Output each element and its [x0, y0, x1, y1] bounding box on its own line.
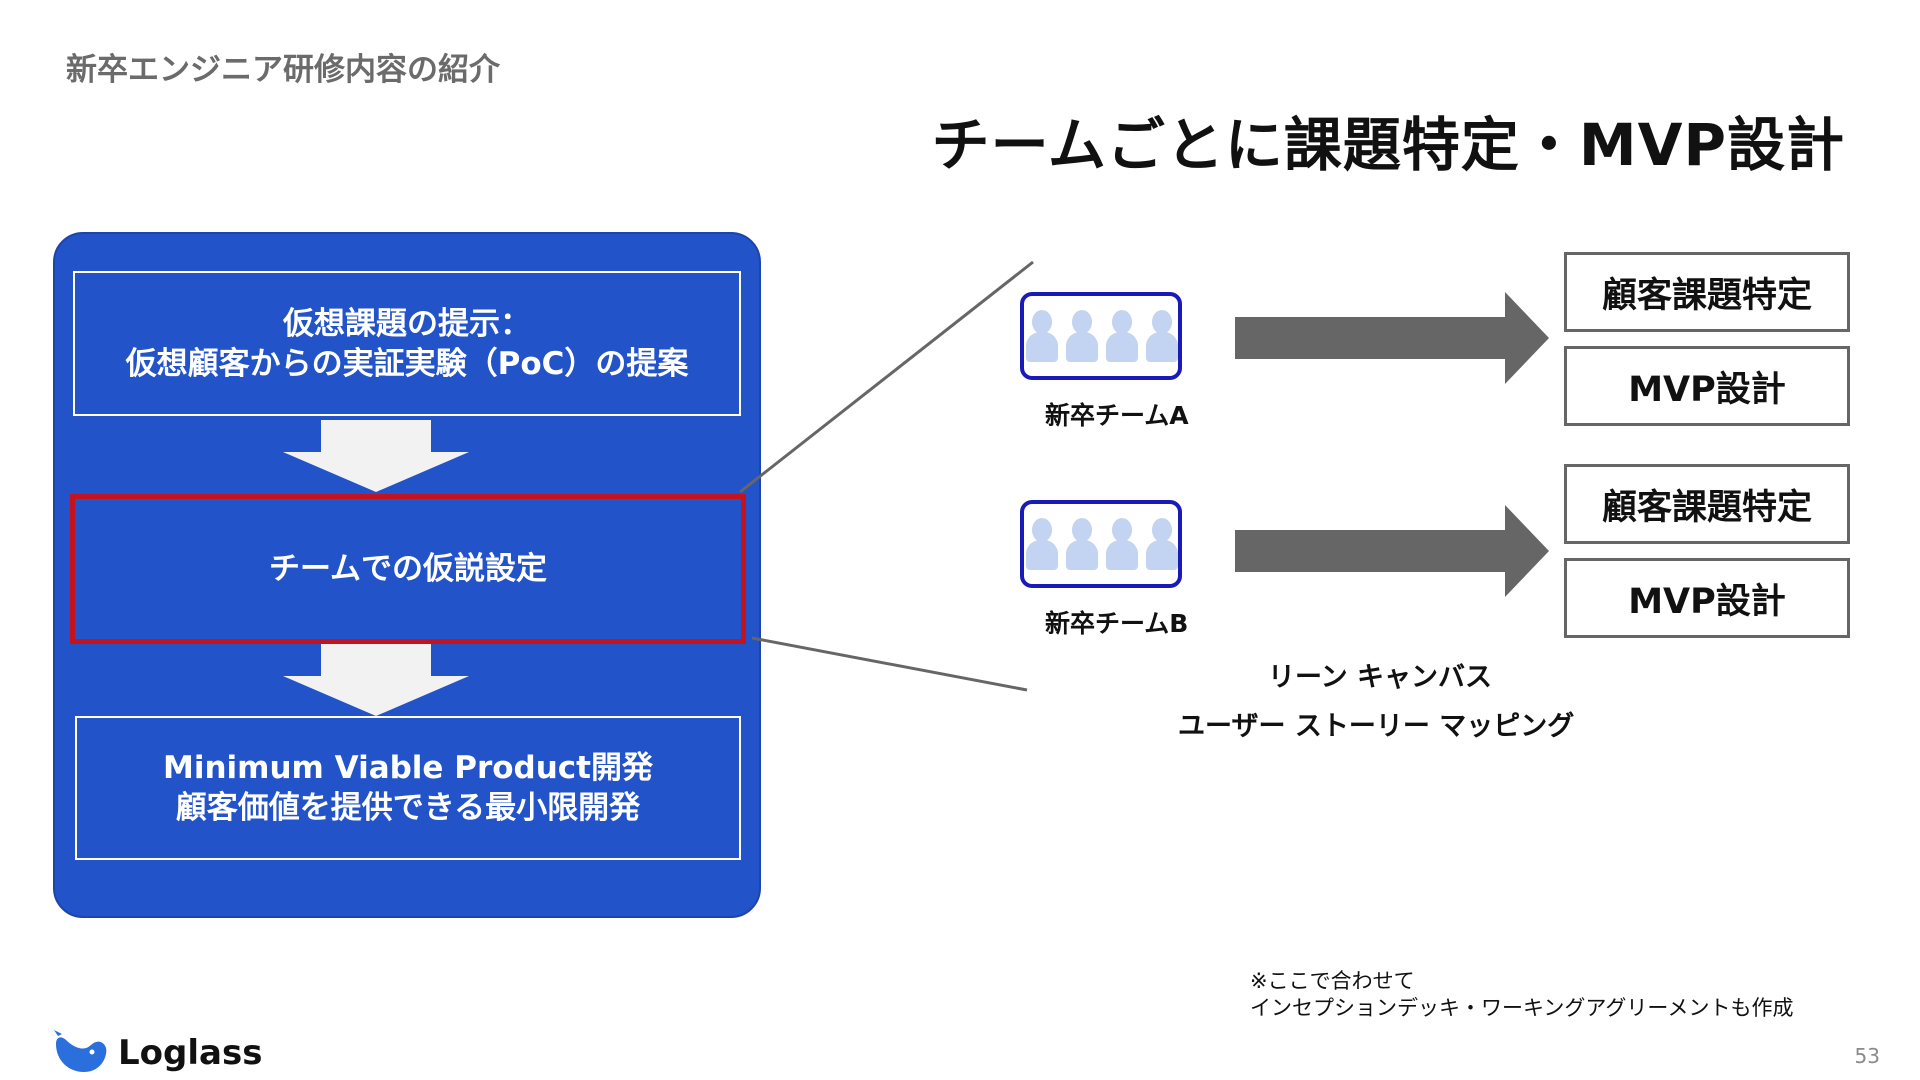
method-user-story-mapping: ユーザー ストーリー マッピング: [1178, 711, 1575, 742]
loglass-logo: Loglass: [52, 1030, 262, 1076]
logo-text: Loglass: [118, 1033, 263, 1073]
output-customer-problem: 顧客課題特定: [1564, 252, 1850, 332]
step-mvp-development: Minimum Viable Product開発 顧客価値を提供できる最小限開発: [75, 716, 741, 860]
whale-icon: [54, 1030, 107, 1072]
page-number: 53: [1854, 1044, 1880, 1068]
process-panel: 仮想課題の提示： 仮想顧客からの実証実験（PoC）の提案 チームでの仮説設定 M…: [53, 232, 761, 918]
output-customer-problem: 顧客課題特定: [1564, 464, 1850, 544]
team-a-icon: [1020, 292, 1182, 380]
step-virtual-task: 仮想課題の提示： 仮想顧客からの実証実験（PoC）の提案: [73, 271, 741, 416]
right-arrow-icon: [1235, 505, 1549, 597]
method-lean-canvas: リーン キャンバス: [1268, 662, 1493, 693]
step-hypothesis: チームでの仮説設定: [70, 494, 746, 644]
output-mvp-design: MVP設計: [1564, 558, 1850, 638]
right-arrow-icon: [1235, 292, 1549, 384]
output-mvp-design: MVP設計: [1564, 346, 1850, 426]
section-title: 新卒エンジニア研修内容の紹介: [66, 52, 500, 88]
slide-title: チームごとに課題特定・MVP設計: [931, 111, 1845, 179]
footnote: ※ここで合わせて インセプションデッキ・ワーキングアグリーメントも作成: [1250, 969, 1794, 1020]
team-a-label: 新卒チームA: [1045, 401, 1189, 430]
team-b-icon: [1020, 500, 1182, 588]
down-arrow-icon: [283, 420, 469, 492]
team-b-label: 新卒チームB: [1045, 609, 1189, 638]
down-arrow-icon: [283, 644, 469, 716]
